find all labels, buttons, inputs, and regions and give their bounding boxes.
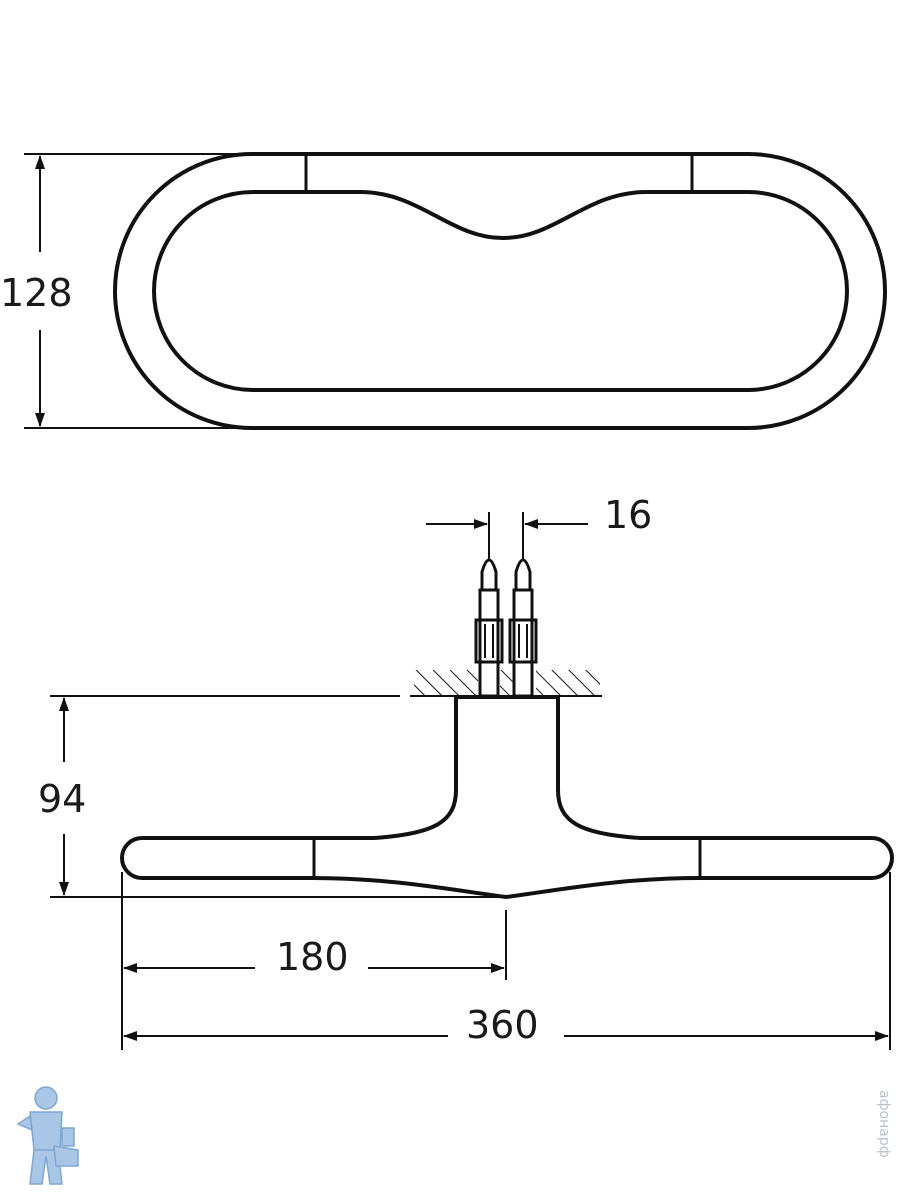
anchor-right [508, 558, 538, 698]
ring-outer-outline [113, 152, 887, 430]
dimension-360-label: 360 [466, 1003, 539, 1047]
wall-hatch-mid [500, 670, 514, 696]
anchor-left [474, 558, 504, 698]
dimension-94-label: 94 [38, 777, 86, 821]
dimension-180-label: 180 [276, 935, 349, 979]
dimension-16-label: 16 [604, 493, 652, 537]
side-view: 16 94 180 360 [38, 493, 894, 1050]
top-view: 128 [0, 152, 887, 430]
wall-hatch-right [536, 670, 600, 696]
plumber-logo [16, 1086, 79, 1185]
holder-side-outline [120, 695, 894, 899]
watermark-text: афонарф [876, 1090, 892, 1158]
dimension-128-label: 128 [0, 271, 73, 315]
wall-hatch-left [414, 670, 478, 696]
ring-inner-outline [152, 190, 849, 392]
